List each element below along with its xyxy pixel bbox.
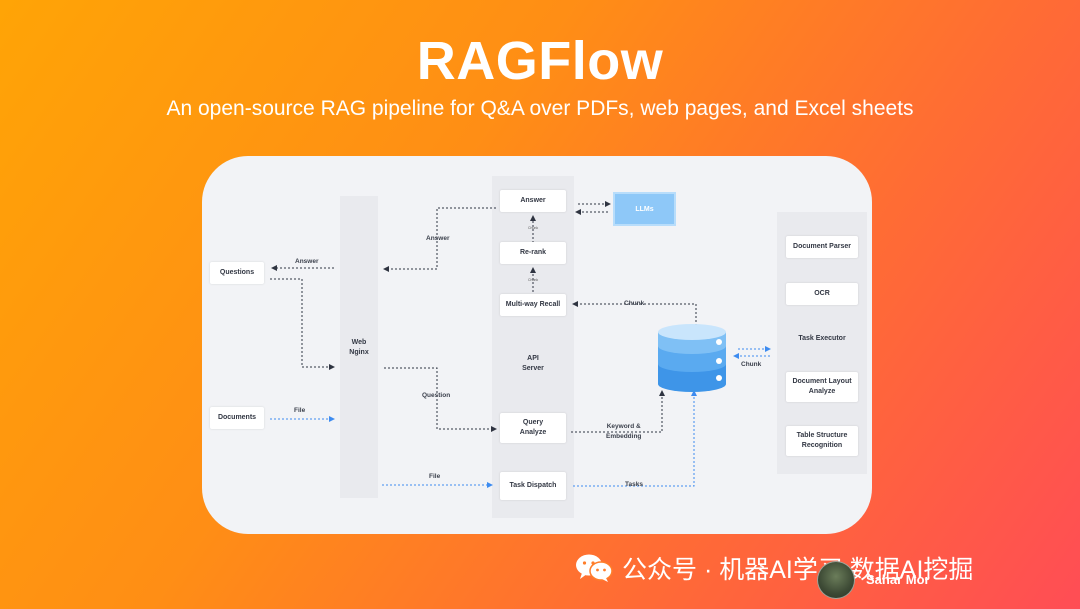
arrow-db-recall <box>572 301 697 326</box>
wechat-icon <box>574 553 614 583</box>
api-label: API <box>527 355 539 362</box>
edge-label-keyword: Keyword & Embedding <box>606 422 641 442</box>
task-executor-label: Task Executor <box>798 335 846 342</box>
answer-node: Answer <box>500 190 566 212</box>
document-parser-node: Document Parser <box>786 236 858 258</box>
page-title: RAGFlow <box>416 31 664 91</box>
api-server-label: API Server <box>500 352 566 376</box>
small-chunk-label-1: Chunk <box>528 226 539 230</box>
arrow-questions-web <box>270 278 335 370</box>
keyword-label-1: Keyword & <box>606 423 641 430</box>
edge-label-chunk-recall: Chunk <box>624 300 645 307</box>
edge-label-file-doc: File <box>294 407 306 414</box>
documents-node: Documents <box>210 407 264 429</box>
watermark-text: 公众号 · 机器AI学习 数据AI挖掘 <box>622 556 974 584</box>
llms-node: LLMs <box>613 192 676 226</box>
small-chunk-label-2: Chunk <box>528 278 539 282</box>
arrow-dispatch-db <box>573 390 697 487</box>
arrow-answer-web <box>383 207 496 272</box>
table-label-1: Table Structure <box>796 432 848 439</box>
edge-label-chunk-exec: Chunk <box>741 361 762 368</box>
edge-label-tasks: Tasks <box>625 481 643 488</box>
nginx-label: Nginx <box>349 349 369 356</box>
rerank-node: Re-rank <box>500 242 566 264</box>
web-server-label: Web Nginx <box>340 336 378 360</box>
query-label: Query <box>522 419 544 426</box>
layout-label-2: Analyze <box>808 388 836 395</box>
document-layout-node: Document Layout Analyze <box>786 372 858 402</box>
keyword-label-2: Embedding <box>606 433 642 440</box>
web-server-column <box>340 196 378 498</box>
analyze-label: Analyze <box>519 429 547 436</box>
database-icon <box>658 324 726 392</box>
edge-label-file-bottom: File <box>429 473 441 480</box>
edge-label-question: Question <box>422 392 451 399</box>
watermark: 公众号 · 机器AI学习 数据AI挖掘 <box>574 550 973 586</box>
edge-label-answer-top: Answer <box>426 235 450 242</box>
edge-label-answer-left: Answer <box>295 258 319 265</box>
ocr-node: OCR <box>786 283 858 305</box>
author-name: Sahar Mor <box>866 572 930 587</box>
table-label-2: Recognition <box>801 442 843 449</box>
query-analyze-node: Query Analyze <box>500 413 566 443</box>
task-dispatch-node: Task Dispatch <box>500 472 566 500</box>
author-avatar <box>817 561 855 599</box>
server-label: Server <box>522 365 544 372</box>
questions-node: Questions <box>210 262 264 284</box>
web-label: Web <box>351 339 367 346</box>
layout-label-1: Document Layout <box>792 378 852 385</box>
table-structure-node: Table Structure Recognition <box>786 426 858 456</box>
recall-node: Multi-way Recall <box>500 294 566 316</box>
page-subtitle: An open-source RAG pipeline for Q&A over… <box>166 97 914 120</box>
